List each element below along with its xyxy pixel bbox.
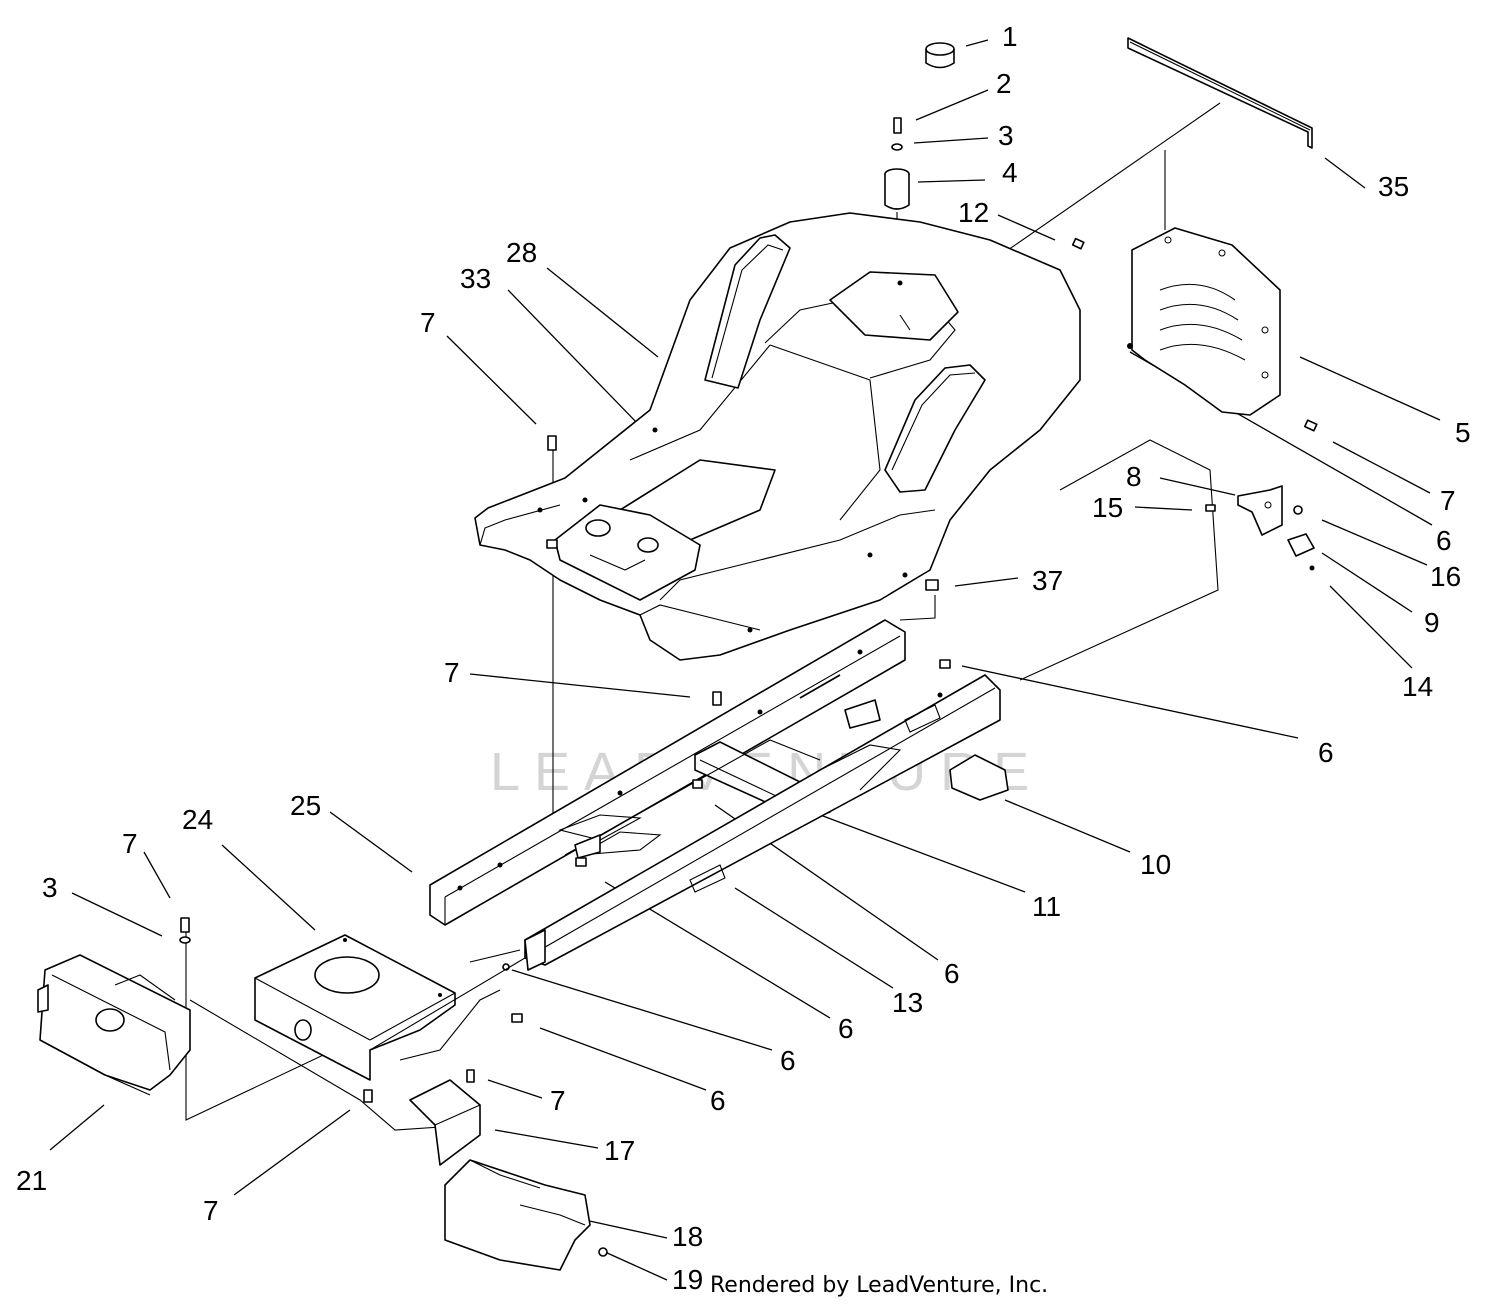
part-fender-deck: [474, 212, 1081, 661]
callout-3b: 3: [42, 872, 58, 903]
callout-6e: 6: [780, 1045, 796, 1076]
callout-7e: 7: [550, 1085, 566, 1116]
callout-12: 12: [958, 197, 989, 228]
callout-13: 13: [892, 987, 923, 1018]
part-rear-bracket: [1127, 227, 1318, 432]
callout-19: 19: [672, 1264, 703, 1295]
callout-16: 16: [1430, 561, 1461, 592]
part-nut-37: [925, 579, 939, 591]
callout-1: 1: [1002, 21, 1018, 52]
part-bolt-upper-left: [546, 435, 558, 549]
callout-10: 10: [1140, 849, 1171, 880]
callout-25: 25: [290, 790, 321, 821]
part-bracket-10: [949, 754, 1009, 801]
callout-14: 14: [1402, 671, 1433, 702]
callout-37: 37: [1032, 565, 1063, 596]
callout-6b: 6: [1318, 737, 1334, 768]
leader-lines: [49, 39, 1441, 1281]
callout-7d: 7: [122, 828, 138, 859]
part-front-frame: [254, 929, 546, 1103]
callout-15: 15: [1092, 492, 1123, 523]
callout-17: 17: [604, 1135, 635, 1166]
callout-7a: 7: [420, 307, 436, 338]
callout-5: 5: [1455, 417, 1471, 448]
callout-6c: 6: [944, 958, 960, 989]
part-bolt-washer-spacer: [884, 117, 910, 282]
callout-21: 21: [16, 1165, 47, 1196]
callout-6d: 6: [838, 1013, 854, 1044]
part-bolt-12: [1071, 237, 1085, 250]
callout-8: 8: [1126, 461, 1142, 492]
callout-7c: 7: [444, 657, 460, 688]
callout-6f: 6: [710, 1085, 726, 1116]
footer-credit: Rendered by LeadVenture, Inc.: [710, 1273, 1048, 1298]
callout-4: 4: [1002, 157, 1018, 188]
callout-24: 24: [182, 804, 213, 835]
part-shield-17: [409, 1069, 481, 1166]
part-knob: [925, 42, 955, 69]
callout-7b: 7: [1440, 485, 1456, 516]
callout-18: 18: [672, 1221, 703, 1252]
part-front-bracket: [37, 917, 191, 1096]
part-small-bracket-assembly: [1205, 485, 1315, 571]
part-trim-bar: [1127, 37, 1313, 149]
part-frame-rails: [429, 619, 1001, 966]
callout-2: 2: [996, 68, 1012, 99]
part-rail-fasteners: [502, 659, 951, 1023]
callout-7f: 7: [203, 1195, 219, 1226]
callout-35: 35: [1378, 171, 1409, 202]
callout-11: 11: [1032, 891, 1061, 922]
callout-9: 9: [1424, 607, 1440, 638]
callout-labels: 1 2 3 4 12 35 28 33 7 5 7 8 15 6 16 9 14…: [16, 21, 1471, 1295]
callout-28: 28: [506, 237, 537, 268]
part-cover-18: [444, 1159, 608, 1271]
callout-33: 33: [460, 263, 491, 294]
callout-3: 3: [998, 120, 1014, 151]
callout-6a: 6: [1436, 525, 1452, 556]
